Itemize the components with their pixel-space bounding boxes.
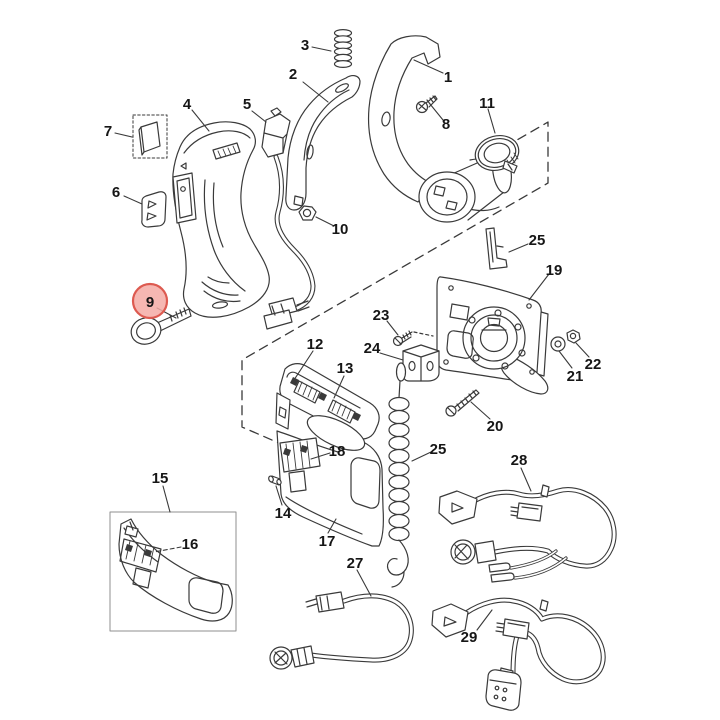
part-19-backplate — [436, 276, 549, 395]
line-art — [109, 29, 617, 711]
part-3-spring — [333, 29, 353, 68]
highlight-ring — [131, 282, 169, 320]
leader-lines — [114, 46, 590, 631]
part-29-harness — [431, 597, 606, 711]
part-28-warning-flag — [438, 490, 478, 525]
part-15-detail-box — [109, 511, 237, 632]
callout-12[interactable]: 12 — [307, 336, 324, 353]
detail-boundary-dashed-line — [241, 121, 549, 451]
callout-15[interactable]: 15 — [152, 470, 169, 487]
part-14-pin — [268, 475, 282, 486]
part-23-screw — [392, 330, 434, 347]
part-7-gasket-pad — [132, 114, 168, 159]
callout-9[interactable]: 9 — [146, 294, 154, 311]
part-9-lanyard-key — [130, 307, 192, 345]
callout-29[interactable]: 29 — [461, 629, 478, 646]
callout-19[interactable]: 19 — [546, 262, 563, 279]
callout-20[interactable]: 20 — [487, 418, 504, 435]
part-2-inner-bracket — [285, 75, 361, 211]
part-21-washer — [550, 336, 566, 352]
callout-16[interactable]: 16 — [182, 536, 199, 553]
part-27-cable — [269, 591, 414, 670]
callout-27[interactable]: 27 — [347, 555, 364, 572]
part-22-nut — [566, 329, 581, 344]
part-11-clamp-ring — [474, 135, 520, 174]
callout-11[interactable]: 11 — [479, 95, 495, 112]
callout-17[interactable]: 17 — [319, 533, 336, 550]
callout-25-clip[interactable]: 25 — [529, 232, 546, 249]
part-25-retainer-clip — [485, 227, 508, 270]
callout-5[interactable]: 5 — [243, 96, 251, 113]
part-18-switch-panel — [279, 437, 321, 493]
callout-6[interactable]: 6 — [112, 184, 120, 201]
part-5-switch-cable — [261, 107, 316, 330]
callout-labels: 1 2 3 4 5 6 7 8 9 10 11 12 13 14 15 16 1… — [104, 37, 602, 646]
highlight-circle[interactable] — [133, 284, 167, 318]
part-29-warning-flag — [431, 603, 469, 638]
callout-3[interactable]: 3 — [301, 37, 309, 54]
callout-9-highlight[interactable] — [131, 282, 169, 320]
part-28-harness — [438, 484, 617, 583]
callout-24[interactable]: 24 — [364, 340, 381, 357]
part-10-nut — [298, 205, 317, 221]
part-20-screw — [445, 389, 480, 417]
part-4-control-housing — [172, 121, 270, 318]
callout-23[interactable]: 23 — [373, 307, 390, 324]
callout-8[interactable]: 8 — [442, 116, 450, 133]
callout-7[interactable]: 7 — [104, 123, 112, 140]
callout-10[interactable]: 10 — [332, 221, 349, 238]
part-24-connector-block — [402, 344, 440, 382]
part-6-pad-plate — [141, 191, 167, 228]
callout-25-lanyard[interactable]: 25 — [430, 441, 447, 458]
part-13-top-cover — [275, 363, 380, 440]
callout-13[interactable]: 13 — [337, 360, 354, 377]
callout-14[interactable]: 14 — [275, 505, 292, 522]
part-25-lanyard-coil — [386, 362, 410, 588]
part-8-screw — [415, 95, 438, 114]
callout-18[interactable]: 18 — [329, 443, 346, 460]
callout-4[interactable]: 4 — [183, 96, 192, 113]
callout-22[interactable]: 22 — [585, 356, 602, 373]
callout-28[interactable]: 28 — [511, 452, 528, 469]
part-12-handle-assembly — [268, 363, 384, 547]
callout-1[interactable]: 1 — [444, 69, 452, 86]
callout-21[interactable]: 21 — [567, 368, 584, 385]
detail-box-border — [109, 511, 237, 632]
part-16-lower-cover — [118, 518, 233, 622]
callout-2[interactable]: 2 — [289, 66, 297, 83]
